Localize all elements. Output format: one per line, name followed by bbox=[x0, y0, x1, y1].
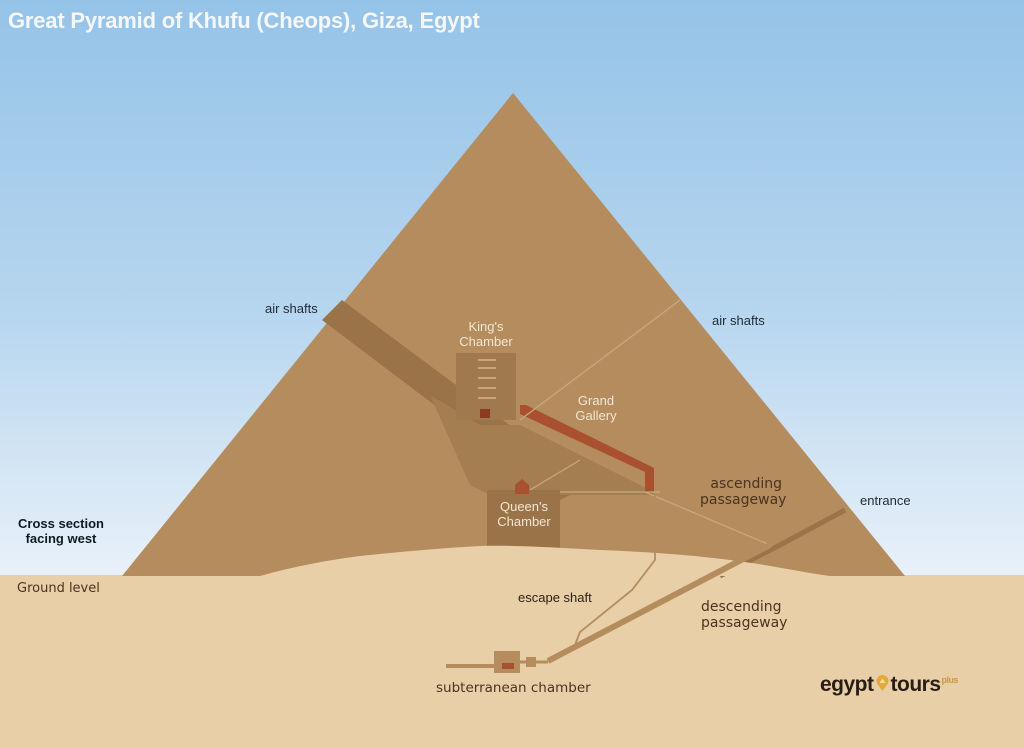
queens-niche bbox=[515, 479, 529, 494]
label-escape-shaft: escape shaft bbox=[518, 590, 592, 605]
subterranean-chamber bbox=[494, 651, 520, 673]
escape-shaft bbox=[574, 495, 656, 646]
label-ascending-line2: passageway bbox=[700, 492, 787, 509]
logo-text-tours: tours bbox=[890, 673, 942, 696]
label-queens-line1: Queen's bbox=[499, 499, 548, 514]
grand-gallery bbox=[520, 405, 654, 492]
label-ground-level: Ground level bbox=[17, 581, 100, 596]
sand-mound bbox=[260, 545, 830, 576]
sarcophagus bbox=[480, 409, 490, 418]
relieving-chambers bbox=[478, 359, 496, 399]
label-kings-line2: Chamber bbox=[459, 333, 513, 349]
gallery-corridor bbox=[430, 395, 655, 495]
label-air-shafts-left: air shafts bbox=[265, 301, 318, 316]
label-cross-section: Cross section facing west bbox=[18, 516, 104, 547]
diagram-title: Great Pyramid of Khufu (Cheops), Giza, E… bbox=[8, 8, 480, 33]
location-pin-icon bbox=[875, 675, 890, 692]
label-kings-chamber: King's Chamber bbox=[452, 319, 520, 350]
logo-text-plus: plus bbox=[941, 675, 959, 685]
label-gallery-line1: Grand bbox=[577, 393, 615, 408]
label-grand-gallery: Grand Gallery bbox=[564, 393, 628, 424]
logo-text-egypt: egypt bbox=[820, 673, 874, 696]
label-subterranean-chamber: subterranean chamber bbox=[436, 680, 591, 696]
label-ascending-line1: ascending bbox=[710, 476, 783, 492]
label-entrance: entrance bbox=[860, 493, 911, 508]
queens-chamber-block bbox=[487, 490, 560, 552]
descending-passage bbox=[546, 542, 772, 664]
label-descending-passageway: descending passageway bbox=[701, 599, 787, 631]
label-cross-line2: facing west bbox=[25, 530, 97, 546]
label-descending-line1: descending bbox=[701, 599, 782, 615]
kings-chamber-block bbox=[456, 353, 516, 420]
label-queens-chamber: Queen's Chamber bbox=[488, 499, 560, 530]
brand-logo: egypt tours plus bbox=[820, 673, 959, 697]
pyramid bbox=[122, 93, 905, 576]
label-descending-line2: passageway bbox=[701, 615, 788, 632]
label-queens-line2: Chamber bbox=[497, 513, 551, 529]
label-air-shafts-right: air shafts bbox=[712, 313, 765, 328]
label-ascending-passageway: ascending passageway bbox=[700, 476, 786, 508]
label-cross-line1: Cross section bbox=[18, 516, 104, 531]
subterranean-pit bbox=[502, 663, 514, 669]
label-gallery-line2: Gallery bbox=[575, 407, 617, 423]
label-kings-line1: King's bbox=[468, 319, 504, 334]
